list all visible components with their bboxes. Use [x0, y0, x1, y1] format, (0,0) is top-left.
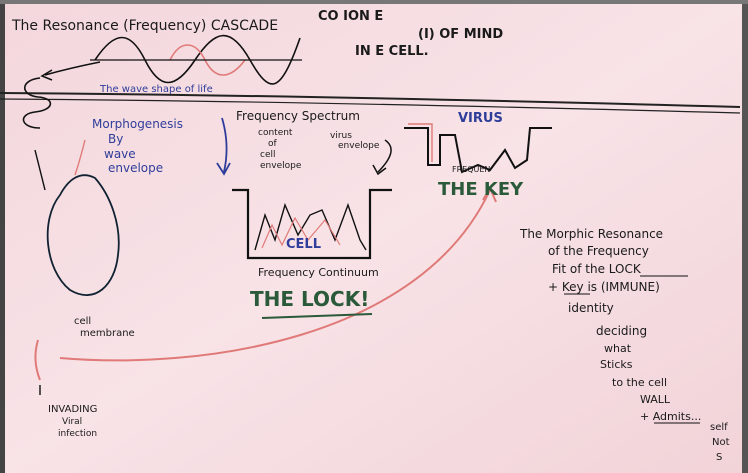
invading-1: INVADING — [48, 404, 97, 415]
title-cascade: The Resonance (Frequency) CASCADE — [11, 18, 278, 34]
right-6: deciding — [596, 324, 647, 338]
morpho-4: envelope — [108, 161, 163, 175]
virus-key — [404, 127, 552, 174]
freq-small: FREQUEN — [452, 165, 490, 174]
top-center-line1: CO ION E — [318, 9, 383, 24]
divider-line — [0, 92, 741, 108]
content-3: cell — [260, 150, 276, 160]
red-vertical — [34, 339, 41, 381]
wave-arrow-head — [40, 69, 53, 81]
the-key: THE KEY — [438, 179, 524, 200]
virus-label: VIRUS — [458, 111, 503, 126]
morpho-3: wave — [104, 147, 136, 161]
membrane-1: cell — [74, 316, 91, 327]
photo-right-edge — [742, 0, 748, 473]
lock-spikes-red — [261, 216, 341, 249]
virus-env-1: virus — [330, 131, 352, 141]
blue-arrow — [221, 117, 228, 173]
lock-spikes — [254, 202, 367, 251]
blue-arrow-head — [216, 162, 231, 176]
morpho-1: Morphogenesis — [92, 117, 183, 131]
lock-well — [232, 188, 392, 260]
exchange-arrow — [377, 139, 392, 173]
content-4: envelope — [260, 161, 302, 171]
content-2: of — [268, 139, 278, 149]
freq-continuum: Frequency Continuum — [258, 266, 379, 279]
frequency-spectrum: Frequency Spectrum — [236, 109, 360, 123]
right-5: identity — [568, 301, 614, 315]
red-arc — [59, 189, 491, 362]
lock-underline — [261, 313, 373, 319]
divider-line-2 — [0, 98, 741, 114]
wave-arrow — [44, 61, 101, 76]
blob-arrow — [34, 149, 46, 191]
right-11: + Admits... — [640, 410, 701, 423]
right-3: Fit of the LOCK — [552, 262, 642, 276]
right-10: WALL — [640, 393, 671, 406]
spiral — [22, 77, 52, 129]
cell-label: CELL — [286, 237, 321, 252]
invading-2: Viral — [62, 417, 82, 427]
the-lock: THE LOCK! — [250, 287, 369, 311]
right-7: what — [604, 342, 632, 355]
photo-top-edge — [0, 0, 748, 4]
right-2: of the Frequency — [548, 244, 649, 258]
virus-key-red — [408, 123, 433, 162]
morpho-2: By — [108, 132, 123, 146]
right-4: + Key is (IMMUNE) — [548, 280, 660, 294]
right-12: self — [710, 422, 728, 433]
invading-3: infection — [58, 429, 97, 439]
right-8: Sticks — [600, 358, 633, 371]
blob-arrow-2 — [74, 139, 86, 176]
membrane-2: membrane — [80, 328, 135, 339]
cell-blob — [46, 174, 120, 296]
right-1: The Morphic Resonance — [519, 227, 663, 241]
right-14: S — [716, 452, 722, 463]
wave-caption: The wave shape of life — [99, 84, 213, 95]
content-1: content — [258, 128, 293, 138]
virus-env-2: envelope — [338, 141, 380, 151]
red-arc-head — [482, 185, 497, 203]
photo-left-edge — [0, 0, 5, 473]
right-13: Not — [712, 437, 730, 448]
top-center-line2: (I) OF MIND — [418, 27, 503, 42]
top-center-line3: IN E CELL. — [355, 44, 429, 59]
right-9: to the cell — [612, 376, 667, 389]
exchange-arrow-head — [372, 164, 387, 176]
